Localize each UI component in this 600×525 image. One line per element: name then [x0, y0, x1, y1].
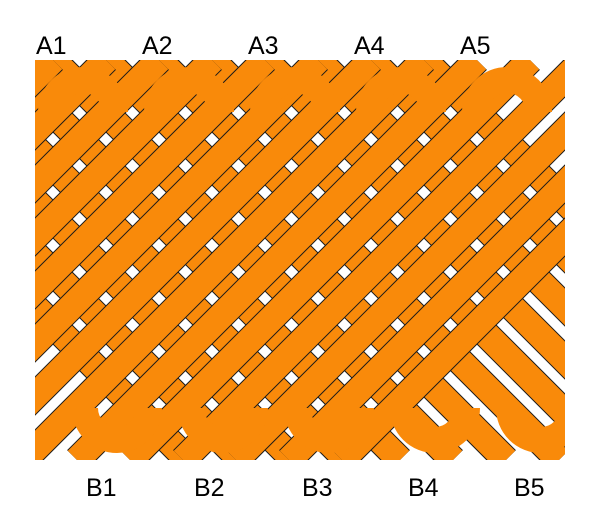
braid-strand — [35, 288, 198, 460]
label-a2: A2 — [142, 32, 173, 60]
braid-strand — [35, 129, 357, 460]
label-a4: A4 — [354, 32, 385, 60]
braid-top-loop — [356, 67, 446, 113]
braid-bottom-loop — [72, 407, 162, 453]
braid-strand — [43, 60, 463, 460]
label-b5: B5 — [514, 474, 545, 502]
braid-bottom-loop — [390, 407, 480, 453]
braid-strand — [35, 60, 434, 460]
braid-strand — [35, 235, 251, 460]
braid-strand — [332, 218, 565, 460]
braid-bottom-loop — [496, 407, 565, 453]
braid-strand — [255, 60, 565, 379]
braid-strand — [67, 60, 487, 460]
braid-strand — [35, 60, 169, 203]
braid-strand — [149, 60, 565, 460]
braid-strand — [35, 60, 328, 362]
label-a3: A3 — [248, 32, 279, 60]
braid-strand — [35, 60, 275, 309]
braid-strand — [279, 165, 565, 460]
braid-top-loop — [38, 67, 128, 113]
braid-top-loop — [144, 67, 234, 113]
braid-top-loop — [250, 67, 340, 113]
braid-bottom-loop — [284, 407, 374, 453]
braid-strand — [202, 60, 565, 432]
label-a1: A1 — [36, 32, 67, 60]
braid-strand — [35, 76, 410, 460]
braid-strand — [35, 60, 116, 150]
label-b3: B3 — [302, 474, 333, 502]
label-b4: B4 — [408, 474, 439, 502]
label-b2: B2 — [194, 474, 225, 502]
label-b1: B1 — [86, 474, 117, 502]
braid-strand — [308, 60, 565, 326]
braid-strand — [96, 60, 516, 460]
braid-strand — [173, 60, 565, 460]
braid-strand — [35, 182, 304, 460]
braid-bottom-loop — [178, 407, 268, 453]
braid-top-loop — [462, 67, 552, 113]
braid-strand — [35, 60, 222, 256]
label-a5: A5 — [460, 32, 491, 60]
braid-strand — [414, 60, 565, 220]
braid-top-loop — [581, 80, 600, 112]
braid-strand — [361, 60, 565, 273]
braid-strand — [226, 112, 565, 460]
braid-strand — [35, 60, 381, 415]
braid-strand — [120, 60, 540, 460]
